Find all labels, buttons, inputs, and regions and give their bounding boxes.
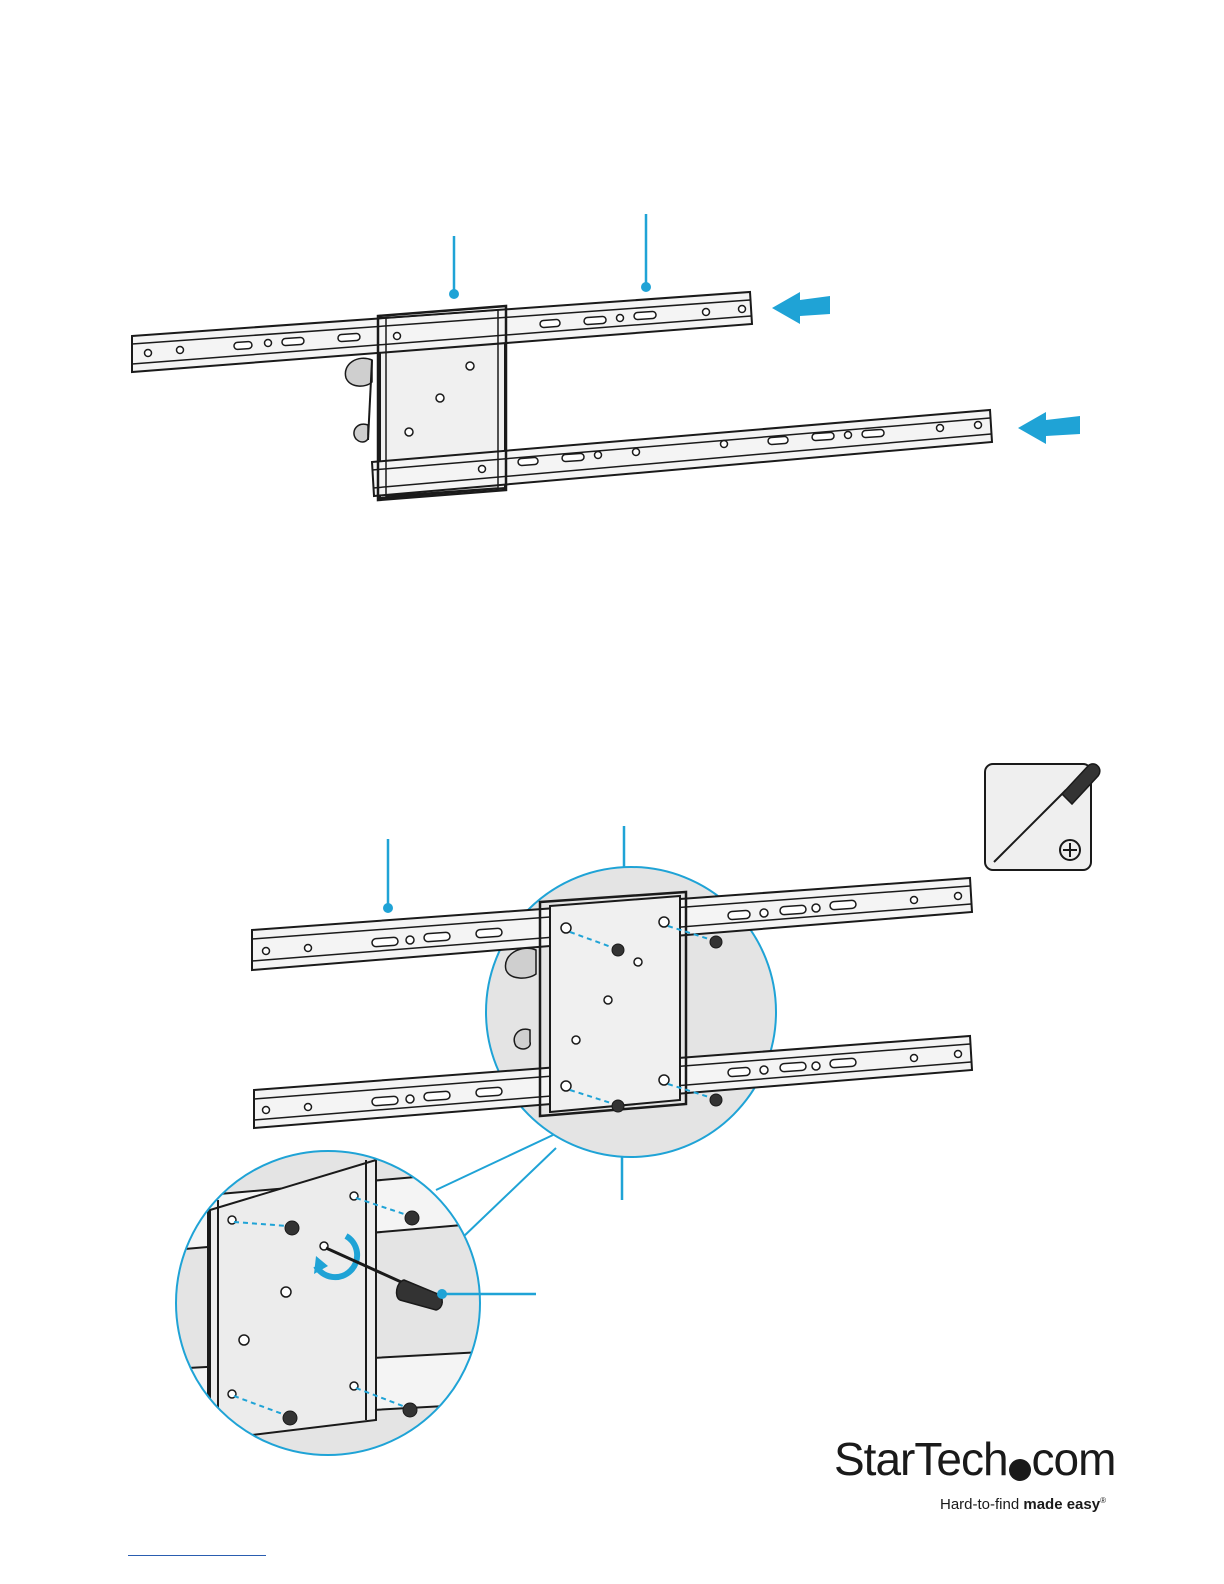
zoom-connector (462, 1148, 556, 1238)
logo-wordmark: StarTech com (834, 1432, 1115, 1486)
logo-dot (1009, 1459, 1031, 1481)
arrow-left-icon (1018, 412, 1080, 444)
phillips-screwdriver-icon (985, 764, 1100, 870)
arrow-left-icon (772, 292, 830, 324)
startech-logo: StarTech com Hard-to-find made easy® (834, 1432, 1114, 1522)
step2-diagram (150, 764, 1100, 1455)
plate-hole (466, 362, 474, 370)
tagline-regular: Hard-to-find (940, 1496, 1023, 1513)
callout-dot-rail (641, 282, 651, 292)
plate-hole (405, 428, 413, 436)
callout-dot-rail (383, 903, 393, 913)
plate-hole (436, 394, 444, 402)
logo-name-part2: com (1032, 1433, 1116, 1485)
tagline-bold: made easy (1023, 1496, 1100, 1513)
logo-tagline: Hard-to-find made easy® (940, 1496, 1106, 1513)
detail-circle (150, 1151, 520, 1455)
trademark-symbol: ® (1100, 1496, 1106, 1505)
step1-diagram (132, 214, 1080, 500)
footer-rule (128, 1555, 266, 1556)
callout-dot-bracket (449, 289, 459, 299)
logo-name-part1: StarTech (834, 1433, 1008, 1485)
callout-dot-screwdriver (437, 1289, 447, 1299)
zoom-connector (436, 1135, 553, 1190)
